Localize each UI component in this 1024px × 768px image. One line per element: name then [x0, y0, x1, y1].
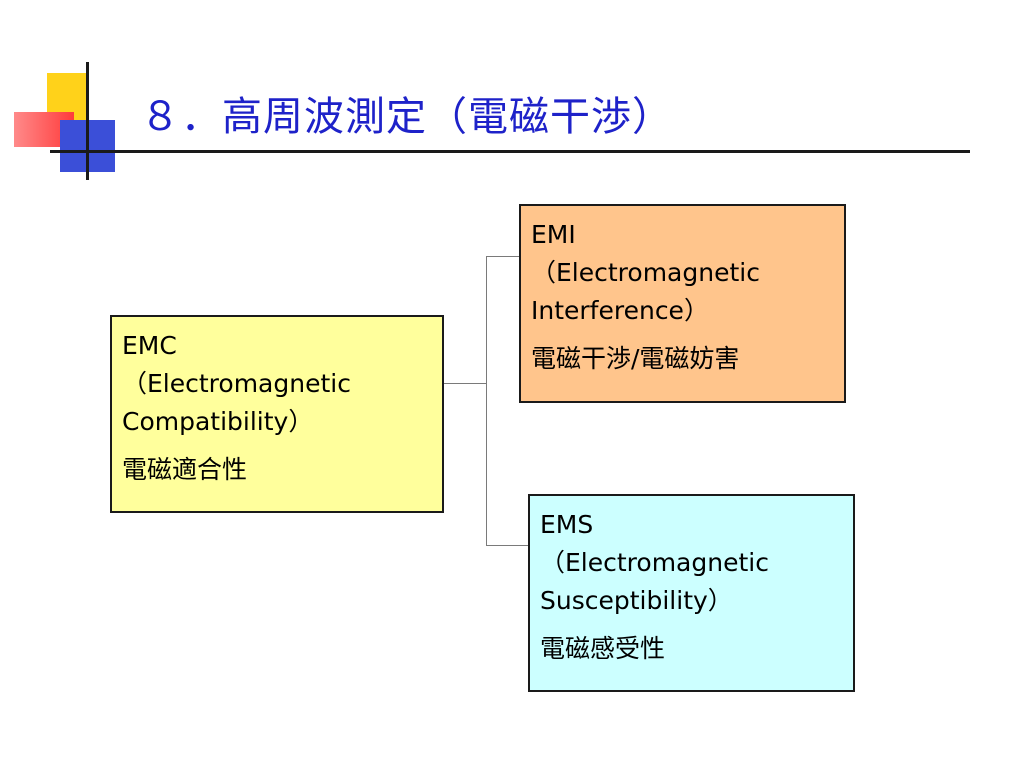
connector-vertical	[486, 256, 487, 546]
emc-expansion-line2: Compatibility）	[122, 407, 314, 436]
emc-abbr: EMC	[122, 331, 177, 360]
decorative-vertical-line	[86, 62, 89, 180]
emi-expansion-line1: （Electromagnetic	[531, 258, 760, 287]
emi-expansion-line2: Interference）	[531, 296, 709, 325]
emc-japanese: 電磁適合性	[122, 455, 248, 484]
connector-to-emi	[486, 256, 519, 257]
emc-box: EMC （Electromagnetic Compatibility） 電磁適合…	[110, 315, 444, 513]
ems-abbr: EMS	[540, 510, 594, 539]
emc-expansion-line1: （Electromagnetic	[122, 369, 351, 398]
emi-box: EMI （Electromagnetic Interference） 電磁干渉/…	[519, 204, 846, 403]
emi-japanese: 電磁干渉/電磁妨害	[531, 344, 740, 373]
decorative-horizontal-line	[50, 150, 120, 153]
ems-expansion-line1: （Electromagnetic	[540, 548, 769, 577]
connector-emc-out	[444, 383, 486, 384]
title-underline	[120, 150, 970, 153]
connector-to-ems	[486, 545, 528, 546]
ems-box: EMS （Electromagnetic Susceptibility） 電磁感…	[528, 494, 855, 692]
emi-abbr: EMI	[531, 220, 576, 249]
ems-japanese: 電磁感受性	[540, 634, 666, 663]
slide-title: ８．高周波測定（電磁干渉）	[140, 94, 673, 140]
ems-expansion-line2: Susceptibility）	[540, 586, 733, 615]
